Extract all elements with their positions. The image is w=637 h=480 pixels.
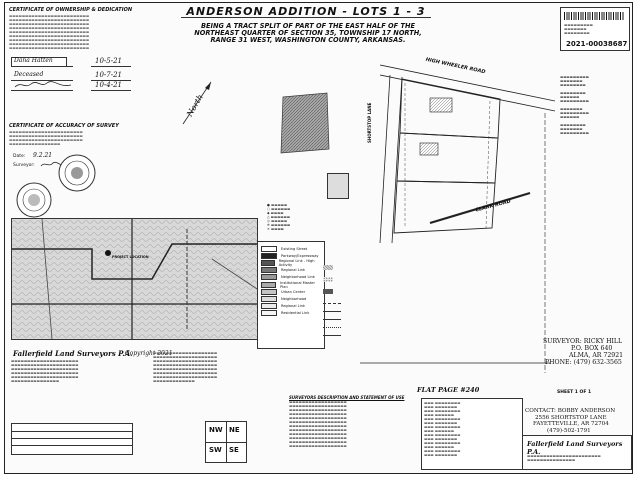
handwritten-signature — [14, 81, 72, 88]
vicinity-project-label: PROJECT LOCATION — [112, 255, 149, 259]
subtitle-line-1: BEING A TRACT SPLIT OF PART OF THE EAST … — [201, 22, 415, 30]
accuracy-date-value: 9.2.21 — [33, 152, 53, 159]
plat-page-label: FLAT PAGE #240 — [417, 386, 480, 394]
surveyor-line-3: ALMA, AR 72921 — [569, 352, 624, 359]
signature-name-1: Dana Hatten — [14, 57, 53, 64]
signature-date-1: 10-5-21 — [95, 57, 122, 65]
owner-contact: CONTACT: BOBBY ANDERSON 2556 SHORTSTOP L… — [525, 408, 631, 434]
surveyor-contact: SURVEYOR: RICKY HILL P.O. BOX 640 ALMA, … — [543, 338, 633, 366]
legend-item: Urban Center — [261, 288, 321, 295]
statement-of-use: SURVEYORS DESCRIPTION AND STATEMENT OF U… — [289, 395, 419, 467]
quarter-nw: NW — [209, 426, 223, 434]
accuracy-title: CERTIFICATE OF ACCURACY OF SURVEY — [9, 123, 119, 129]
legend-item: Parkway/Expressway — [261, 252, 321, 259]
signature-date-2: 10-7-21 — [95, 71, 122, 79]
signature-row-3: 10-4-21 — [11, 81, 161, 91]
state-seal — [58, 154, 96, 192]
symbol-legend: ● ▬▬▬▬▬○ ▬▬▬▬▬▬◆ ▬▬▬▬△ ▬▬▬▬▬▬◎ ▬▬▬▬▬⊕ ▬▬… — [267, 203, 291, 231]
barcode — [564, 12, 624, 20]
legend-item: Residential Link — [261, 310, 321, 317]
accuracy-date-label: Date: — [13, 154, 26, 159]
recording-number: 2021-00038687 — [566, 40, 628, 48]
subtitle-line-2: NORTHEAST QUARTER OF SECTION 35, TOWNSHI… — [194, 29, 422, 38]
plat-subtitle: BEING A TRACT SPLIT OF PART OF THE EAST … — [173, 22, 443, 45]
quarter-se: SE — [229, 446, 239, 454]
company-name-footer: Fallerfield Land Surveyors P.A. — [527, 440, 623, 456]
plat-title: ANDERSON ADDITION - LOTS 1 - 3 — [181, 5, 431, 18]
surveyor-seal — [16, 182, 52, 218]
legend-item: Neighborhood — [261, 295, 321, 302]
owner-line-1: CONTACT: BOBBY ANDERSON — [525, 408, 616, 414]
accuracy-surveyor-label: Surveyor: — [13, 163, 35, 168]
owners-table: ▬▬▬ ▬▬▬▬▬▬▬▬▬▬▬ ▬▬▬▬▬▬▬▬▬▬ ▬▬▬▬▬▬▬▬▬▬▬ ▬… — [421, 398, 523, 470]
key-map — [280, 92, 330, 154]
ownership-title: CERTIFICATE OF OWNERSHIP & DEDICATION — [9, 7, 133, 13]
key-map-small — [327, 173, 349, 199]
line-legend — [323, 265, 393, 355]
quarter-ne: NE — [229, 426, 240, 434]
legend-item: Existing Street — [261, 245, 321, 252]
surveyor-line-2: P.O. BOX 640 — [571, 345, 613, 352]
company-footer: Fallerfield Land Surveyors P.A. ▬▬▬▬▬▬▬▬… — [522, 435, 632, 470]
road-label-side: SHORTSTOP LANE — [367, 102, 372, 143]
signature-row-1: Dana Hatten 10-5-21 — [11, 57, 161, 67]
quarter-sw: SW — [209, 446, 222, 454]
signature-row-2: Deceased 10-7-21 — [11, 71, 161, 81]
north-arrow-icon — [182, 81, 212, 125]
statement-title: SURVEYORS DESCRIPTION AND STATEMENT OF U… — [289, 395, 405, 400]
plat-sheet: ANDERSON ADDITION - LOTS 1 - 3 BEING A T… — [4, 2, 633, 474]
recording-stamp: ▬▬▬▬▬▬▬▬▬▬▬▬▬▬▬▬▬▬▬▬▬▬▬▬ 2021-00038687 — [560, 7, 630, 51]
legend-item: Institutional Master Plan — [261, 281, 321, 289]
ownership-certificate: CERTIFICATE OF OWNERSHIP & DEDICATION ▬▬… — [9, 7, 169, 119]
legend-item: Regional Link — [261, 267, 321, 274]
acreage-table — [11, 423, 133, 455]
sheet-label: SHEET 1 OF 1 — [557, 390, 592, 395]
map-legend: Existing Street Parkway/Expressway Regio… — [257, 241, 325, 349]
plat-drawing — [360, 64, 556, 373]
company-name-left: Fallerfield Land Surveyors P.A. — [13, 349, 133, 358]
parcel-notes-right: ▬▬▬▬▬▬▬▬▬▬▬▬▬▬▬▬▬▬▬▬▬▬▬▬▬▬▬▬▬▬▬▬▬▬▬▬▬▬▬▬… — [560, 75, 589, 135]
surveyor-line-1: SURVEYOR: RICKY HILL — [543, 338, 623, 345]
notes-center: ▬▬▬▬▬▬▬▬▬▬▬▬▬▬▬▬▬▬▬▬▬▬▬▬▬▬▬▬▬▬▬▬▬▬▬▬▬▬▬▬… — [153, 351, 218, 383]
section-grid: NW NE SW SE — [205, 421, 247, 463]
signature-date-3: 10-4-21 — [95, 81, 122, 89]
vicinity-map: PROJECT LOCATION — [11, 218, 258, 340]
legend-item: Regional Link - High Activity — [261, 259, 321, 267]
owner-line-4: (479)-502-1791 — [547, 427, 591, 434]
owner-line-3: FAYETTEVILLE, AR 72704 — [533, 421, 609, 428]
legend-item: Neighborhood Link — [261, 274, 321, 281]
notes-left: ▬▬▬▬▬▬▬▬▬▬▬▬▬▬▬▬▬▬▬▬▬▬▬▬▬▬▬▬▬▬▬▬▬▬▬▬▬▬▬▬… — [11, 359, 79, 383]
signature-name-2: Deceased — [14, 71, 44, 78]
surveyor-line-4: PHONE: (479) 632-3565 — [545, 359, 622, 366]
owner-line-2: 2556 SHORTSTOP LANE — [535, 414, 607, 421]
copyright-label: Copyright 2021 — [125, 350, 173, 357]
legend-item: Regional Link — [261, 303, 321, 310]
vicinity-map-drawing — [12, 219, 257, 339]
subtitle-line-3: RANGE 31 WEST, WASHINGTON COUNTY, ARKANS… — [210, 36, 406, 45]
